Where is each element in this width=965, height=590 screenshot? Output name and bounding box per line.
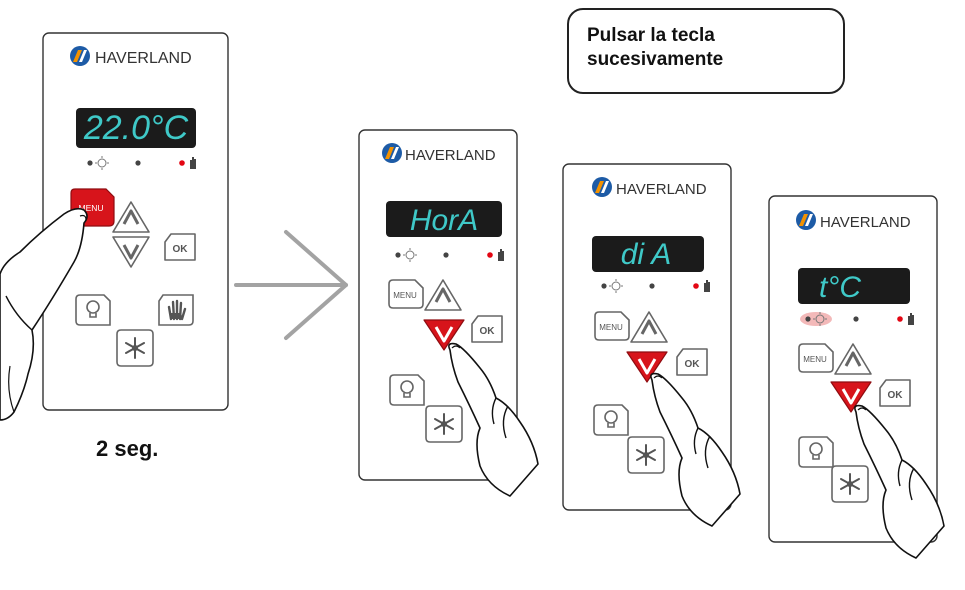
- arrow-right-icon: [234, 230, 348, 340]
- manual-button[interactable]: [157, 293, 195, 327]
- display-text: 22.0°C: [83, 109, 189, 147]
- instruction-text: Pulsar la tecla sucesivamente: [587, 24, 762, 72]
- panel-3: HAVERLAND di A: [562, 163, 741, 527]
- instruction-line-1: Pulsar la tecla: [587, 25, 715, 46]
- display: [76, 108, 196, 148]
- display-text: t°C: [819, 271, 861, 304]
- display-text: HorA: [410, 204, 478, 237]
- instruction-box: Pulsar la tecla sucesivamente: [567, 8, 845, 94]
- display-text: di A: [621, 238, 672, 271]
- ok-button[interactable]: [471, 315, 503, 343]
- display: [386, 201, 502, 237]
- light-button[interactable]: [593, 404, 629, 436]
- instruction-line-2: sucesivamente: [587, 49, 724, 70]
- light-button[interactable]: [75, 294, 111, 326]
- menu-button[interactable]: [388, 279, 424, 309]
- ok-button[interactable]: [879, 379, 911, 407]
- ok-button[interactable]: [676, 348, 708, 376]
- brand-label: HAVERLAND: [95, 50, 192, 67]
- frost-button[interactable]: [627, 436, 665, 474]
- panel-2: HAVERLAND HorA: [358, 129, 539, 497]
- panel-4: HAVERLAND t°C: [768, 195, 945, 559]
- frost-button[interactable]: [425, 405, 463, 443]
- menu-label: MENU: [78, 203, 103, 213]
- display: [798, 268, 910, 304]
- menu-button[interactable]: [594, 311, 630, 341]
- panel-1: HAVERLAND 22.0°C MENU: [0, 32, 229, 421]
- frost-button[interactable]: [831, 465, 869, 503]
- brand-label: HAVERLAND: [405, 147, 496, 164]
- light-button[interactable]: [389, 374, 425, 406]
- hold-duration-label: 2 seg.: [96, 436, 159, 461]
- light-button[interactable]: [798, 436, 834, 468]
- brand-label: HAVERLAND: [616, 181, 707, 198]
- frost-button[interactable]: [116, 329, 154, 367]
- display: [592, 236, 704, 272]
- finger-hand-1: [0, 207, 88, 421]
- ok-button[interactable]: [164, 233, 196, 261]
- brand-label: HAVERLAND: [820, 214, 911, 231]
- menu-button[interactable]: [798, 343, 834, 373]
